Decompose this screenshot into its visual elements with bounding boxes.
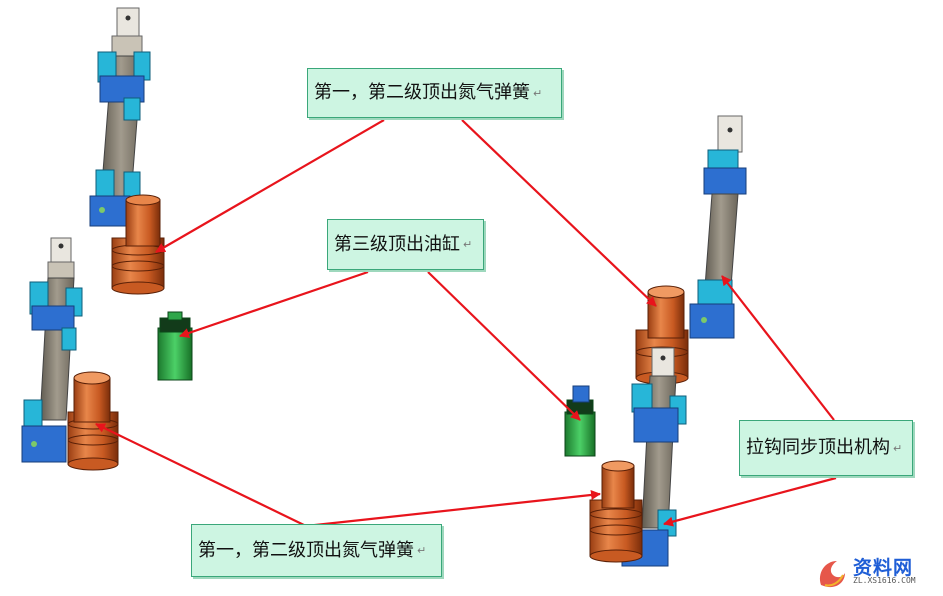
- arrow-cylinder-right: [427, 271, 581, 421]
- arrow-top-spring-right: [461, 119, 657, 307]
- callout-arrows: [95, 119, 837, 528]
- oil-cylinder-2: [564, 385, 596, 457]
- callout-bottom-spring-text: 第一，第二级顶出氮气弹簧: [198, 539, 414, 561]
- watermark-main-text: 资料网: [853, 557, 914, 579]
- watermark-logo: [819, 561, 845, 588]
- callout-cylinder-text: 第三级顶出油缸: [334, 233, 460, 255]
- return-mark: ↵: [893, 441, 903, 455]
- callout-top-spring-text: 第一，第二级顶出氮气弹簧: [314, 82, 530, 103]
- arrow-sync-lower: [663, 476, 837, 527]
- callout-top-spring: 第一，第二级顶出氮气弹簧 ↵: [307, 68, 562, 118]
- return-mark: ↵: [417, 544, 427, 557]
- watermark: 资料网 ZL.XS1616.COM: [813, 553, 941, 593]
- arrow-cylinder-left: [179, 270, 369, 338]
- arrow-bottom-spring-left: [95, 423, 307, 527]
- callout-sync-text: 拉钩同步顶出机构: [746, 437, 890, 458]
- arrow-top-spring-left: [155, 119, 385, 253]
- nitrogen-spring-2: [67, 371, 119, 471]
- callout-bottom-spring: 第一，第二级顶出氮气弹簧 ↵: [191, 524, 442, 577]
- oil-cylinder-1: [157, 311, 193, 381]
- sync-mechanism-1: [89, 7, 151, 227]
- nitrogen-spring-4: [589, 460, 643, 563]
- sync-mechanism-3: [689, 115, 747, 339]
- callout-sync: 拉钩同步顶出机构 ↵: [739, 420, 913, 476]
- sync-mechanism-2: [21, 237, 83, 463]
- callout-cylinder: 第三级顶出油缸 ↵: [327, 219, 484, 270]
- return-mark: ↵: [463, 238, 473, 251]
- watermark-sub-text: ZL.XS1616.COM: [853, 576, 916, 585]
- return-mark: ↵: [533, 86, 543, 100]
- arrow-bottom-spring-right: [305, 490, 601, 528]
- arrow-sync-upper: [721, 275, 835, 421]
